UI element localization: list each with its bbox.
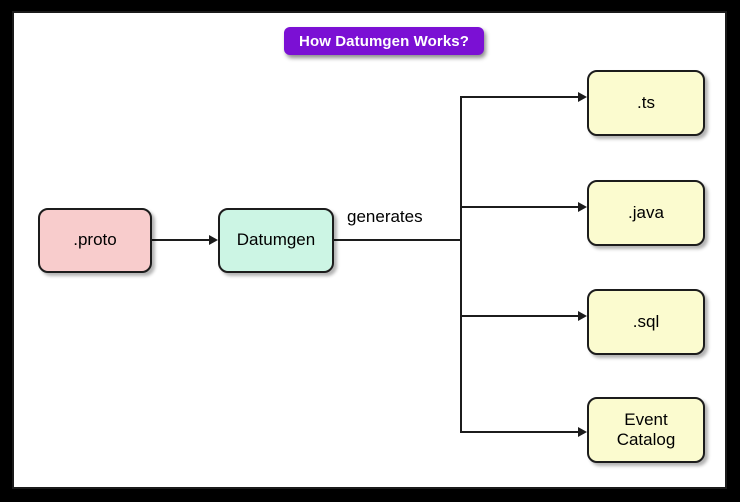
edge-datumgen-to-trunk-line (334, 239, 462, 241)
node-datumgen-label: Datumgen (236, 230, 316, 250)
edge-trunk-to-sql-line (460, 315, 579, 317)
edge-trunk-to-event-catalog-arrowhead (578, 427, 587, 437)
node-proto-label: .proto (73, 230, 117, 250)
diagram-title-text: How Datumgen Works? (299, 32, 469, 50)
edge-trunk-to-java-line (460, 206, 579, 208)
node-proto[interactable]: .proto (38, 208, 152, 273)
node-output-ts-label: .ts (637, 92, 655, 112)
edge-trunk-to-ts-arrowhead (578, 92, 587, 102)
edge-label-generates: generates (347, 207, 423, 226)
node-output-sql-label: .sql (632, 311, 660, 331)
node-output-event-catalog-label: Event Catalog (616, 409, 676, 449)
diagram-canvas: How Datumgen Works? .proto Datumgen .ts … (12, 11, 727, 489)
edge-trunk-to-ts-line (460, 96, 579, 98)
edge-trunk-to-java-arrowhead (578, 202, 587, 212)
node-output-sql[interactable]: .sql (587, 289, 705, 355)
edge-distribution-trunk (460, 96, 462, 433)
node-output-ts[interactable]: .ts (587, 70, 705, 136)
edge-trunk-to-sql-arrowhead (578, 311, 587, 321)
edge-proto-to-datumgen-arrowhead (209, 235, 218, 245)
diagram-title-banner: How Datumgen Works? (284, 27, 484, 55)
node-output-java[interactable]: .java (587, 180, 705, 246)
node-output-event-catalog[interactable]: Event Catalog (587, 397, 705, 463)
node-datumgen[interactable]: Datumgen (218, 208, 334, 273)
edge-trunk-to-event-catalog-line (460, 431, 579, 433)
node-output-java-label: .java (628, 202, 664, 222)
edge-proto-to-datumgen-line (152, 239, 210, 241)
